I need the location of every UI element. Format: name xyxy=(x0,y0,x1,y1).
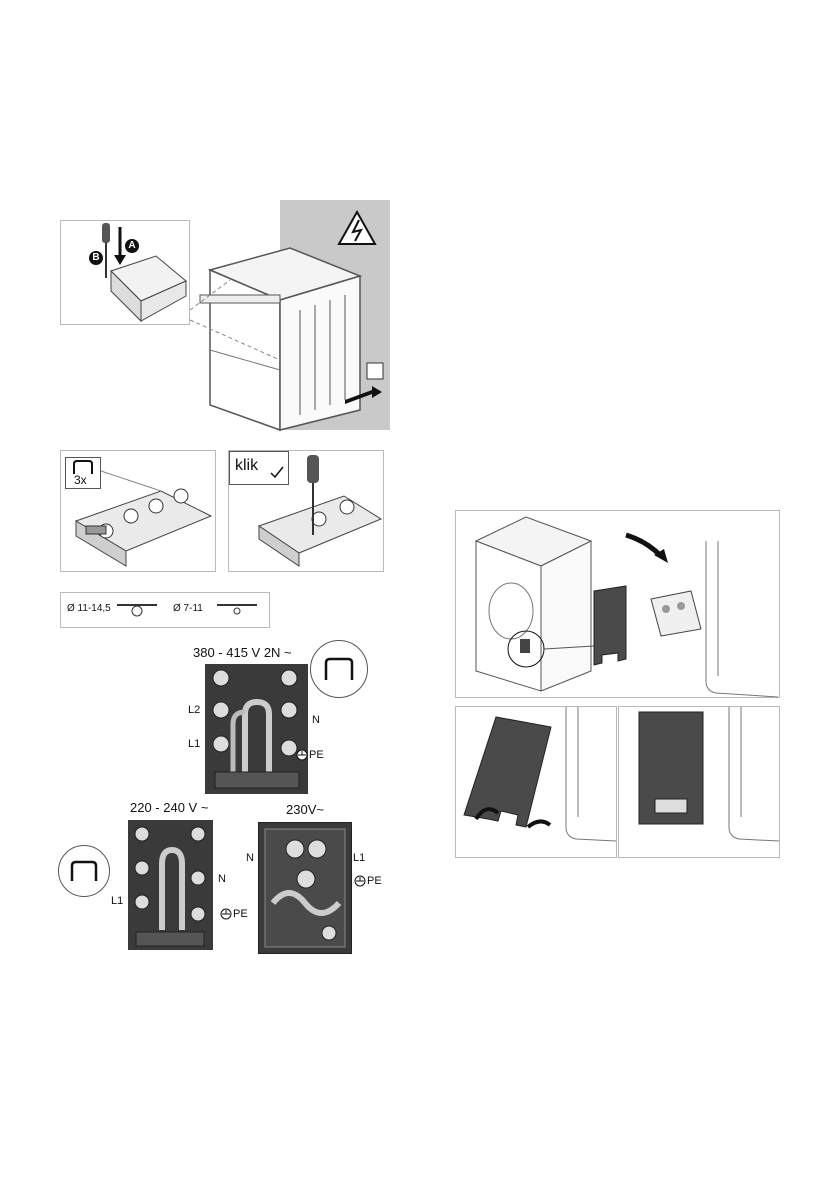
label-pe-single: PE xyxy=(233,908,248,920)
bridge-link-icon xyxy=(70,860,98,881)
label-n-single: N xyxy=(218,873,226,885)
terminal-inset: A B xyxy=(60,220,190,325)
bridge-callout-circle xyxy=(310,640,368,698)
bridge-panel: 3x xyxy=(60,450,216,572)
klik-callout: klik xyxy=(229,451,289,485)
label-n: N xyxy=(312,714,320,726)
label-n-230: N xyxy=(246,852,254,864)
label-l1: L1 xyxy=(188,738,201,750)
checkmark-icon xyxy=(270,466,284,479)
ground-icon xyxy=(354,875,366,887)
cable-clamp-large-icon xyxy=(117,604,157,617)
cover-hook-drawing xyxy=(463,707,617,842)
cable-size-large: Ø 11-14,5 xyxy=(67,603,111,614)
ground-icon xyxy=(220,908,232,920)
ground-icon xyxy=(296,749,308,761)
terminal-block-three-phase xyxy=(205,664,308,794)
terminal-block-single-phase xyxy=(128,820,213,950)
klik-label: klik xyxy=(235,457,259,474)
voltage-three-phase: 380 - 415 V 2N ~ xyxy=(193,645,292,660)
label-l1-single: L1 xyxy=(111,895,124,907)
terminal-block-drawing xyxy=(74,470,213,567)
screwdriver-icon xyxy=(102,223,110,278)
label-pe: PE xyxy=(309,749,324,761)
cable-size-panel: Ø 11-14,5 Ø 7-11 xyxy=(60,592,270,628)
voltage-single-phase: 220 - 240 V ~ xyxy=(130,800,209,815)
cover-step-1-panel xyxy=(455,706,617,858)
screwdriver-icon xyxy=(307,455,319,535)
klik-panel: klik xyxy=(228,450,384,572)
cable-clamp-small-icon xyxy=(217,604,257,615)
warning-high-voltage-icon xyxy=(337,209,377,245)
cooker-installation-figure: A B xyxy=(60,200,390,440)
label-l2: L2 xyxy=(188,704,201,716)
label-pe-230: PE xyxy=(367,875,382,887)
cable-size-small: Ø 7-11 xyxy=(173,603,203,614)
bridge-link-icon xyxy=(324,657,354,680)
cover-step-2-panel xyxy=(618,706,780,858)
cooker-drawing xyxy=(189,247,384,432)
terminal-cover-drawing xyxy=(110,255,187,323)
quantity-label: 3x xyxy=(74,473,87,487)
bridge-link-icon xyxy=(73,460,93,474)
bridge-callout-circle xyxy=(58,845,110,897)
cooker-rear-drawing xyxy=(474,516,779,698)
cover-attached-drawing xyxy=(638,707,780,842)
terminal-block-230 xyxy=(258,822,352,954)
label-l1-230: L1 xyxy=(353,852,366,864)
callout-a: A xyxy=(125,239,139,253)
arrow-down-icon xyxy=(114,227,126,265)
terminal-block-drawing xyxy=(257,495,383,567)
bridge-callout: 3x xyxy=(65,457,101,489)
callout-b: B xyxy=(89,251,103,265)
voltage-230: 230V~ xyxy=(286,802,324,817)
rear-cover-panel xyxy=(455,510,780,698)
